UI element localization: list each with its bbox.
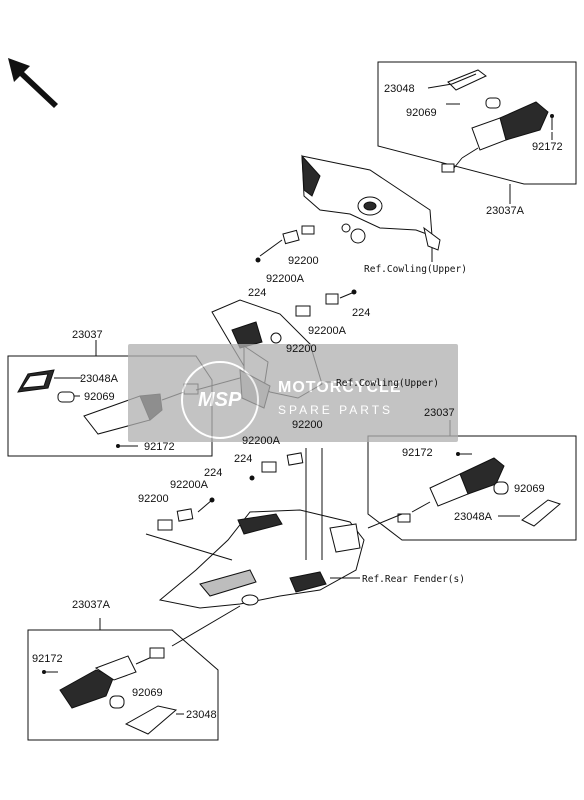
label-92200A-upper: 92200A (266, 273, 305, 285)
label-92172-right: 92172 (402, 447, 433, 459)
label-23048A-left: 23048A (80, 373, 119, 385)
label-224-upper: 224 (248, 287, 266, 299)
label-23037-right: 23037 (424, 407, 455, 419)
group-box-right-turn-signal-top (377, 61, 577, 185)
ref-cowling-upper-2: Ref.Cowling(Upper) (336, 378, 439, 389)
lens-23048-top (447, 69, 487, 91)
bulb-92069-bottom (109, 695, 125, 709)
label-92069-left: 92069 (84, 391, 115, 403)
label-23048A-right: 23048A (454, 511, 493, 523)
front-direction-arrow-icon (8, 58, 58, 108)
bulb-92069-top (485, 97, 501, 109)
label-23048-bottom: 23048 (186, 709, 217, 721)
clip-92200A-middle (295, 293, 339, 317)
watermark: MSP MOTORCYCLE SPARE PARTS (128, 344, 458, 442)
screw-224-upper-a (255, 239, 283, 263)
label-92200-middle: 92200 (286, 343, 317, 355)
lens-23048A-right (521, 499, 562, 527)
group-box-left-turn-signal-bottom (27, 629, 219, 741)
label-92200-lower-d: 92200 (138, 493, 169, 505)
label-92172-top: 92172 (532, 141, 563, 153)
rear-fender-ref-part (158, 509, 365, 609)
label-23037-left: 23037 (72, 329, 103, 341)
label-23037A-top: 23037A (486, 205, 525, 217)
watermark-background (128, 344, 458, 442)
label-92200A-lower: 92200A (242, 435, 281, 447)
label-23048-top: 23048 (384, 83, 415, 95)
label-92172-left: 92172 (144, 441, 175, 453)
ref-cowling-upper-1: Ref.Cowling(Upper) (364, 264, 467, 275)
screw-92172-right (456, 452, 472, 456)
bulb-92069-right (493, 481, 509, 495)
watermark-logo: MSP (198, 389, 242, 411)
label-92069-top: 92069 (406, 107, 437, 119)
bulb-92069-left (57, 391, 75, 403)
label-224-lower-c: 224 (234, 453, 252, 465)
screw-224-middle-b (339, 289, 357, 299)
label-92069-bottom: 92069 (132, 687, 163, 699)
screw-224-lower-d (197, 497, 215, 513)
turn-signal-housing-bottom (59, 647, 165, 709)
label-92069-right: 92069 (514, 483, 545, 495)
screw-92172-bottom (42, 670, 58, 674)
clip-92200-upper-a (282, 225, 315, 245)
upper-cowling-ref-part (301, 154, 441, 251)
label-23037A-bottom: 23037A (72, 599, 111, 611)
screw-92172-left (116, 444, 138, 448)
lens-23048-bottom (124, 705, 178, 735)
turn-signal-housing-top (441, 101, 549, 173)
lens-23048A-left (17, 369, 55, 393)
watermark-globe-icon (181, 361, 259, 439)
ref-rear-fender: Ref.Rear Fender(s) (362, 574, 465, 585)
group-box-right-turn-signal-middle (367, 435, 577, 541)
label-92200-upper: 92200 (288, 255, 319, 267)
label-92200A-middle: 92200A (308, 325, 347, 337)
screw-224-lower-c (249, 475, 255, 481)
clip-92200-lower-a (261, 452, 304, 473)
label-224-lower-d: 224 (204, 467, 222, 479)
label-92200-lower: 92200 (292, 419, 323, 431)
turn-signal-housing-right (397, 457, 505, 523)
watermark-title: MOTORCYCLE (278, 379, 401, 396)
watermark-subtitle: SPARE PARTS (278, 403, 393, 417)
label-224-middle: 224 (352, 307, 370, 319)
label-92172-bottom: 92172 (32, 653, 63, 665)
screw-92172-top (550, 114, 554, 130)
clip-92200-lower-b (157, 508, 194, 531)
label-92200A-lower-d: 92200A (170, 479, 209, 491)
